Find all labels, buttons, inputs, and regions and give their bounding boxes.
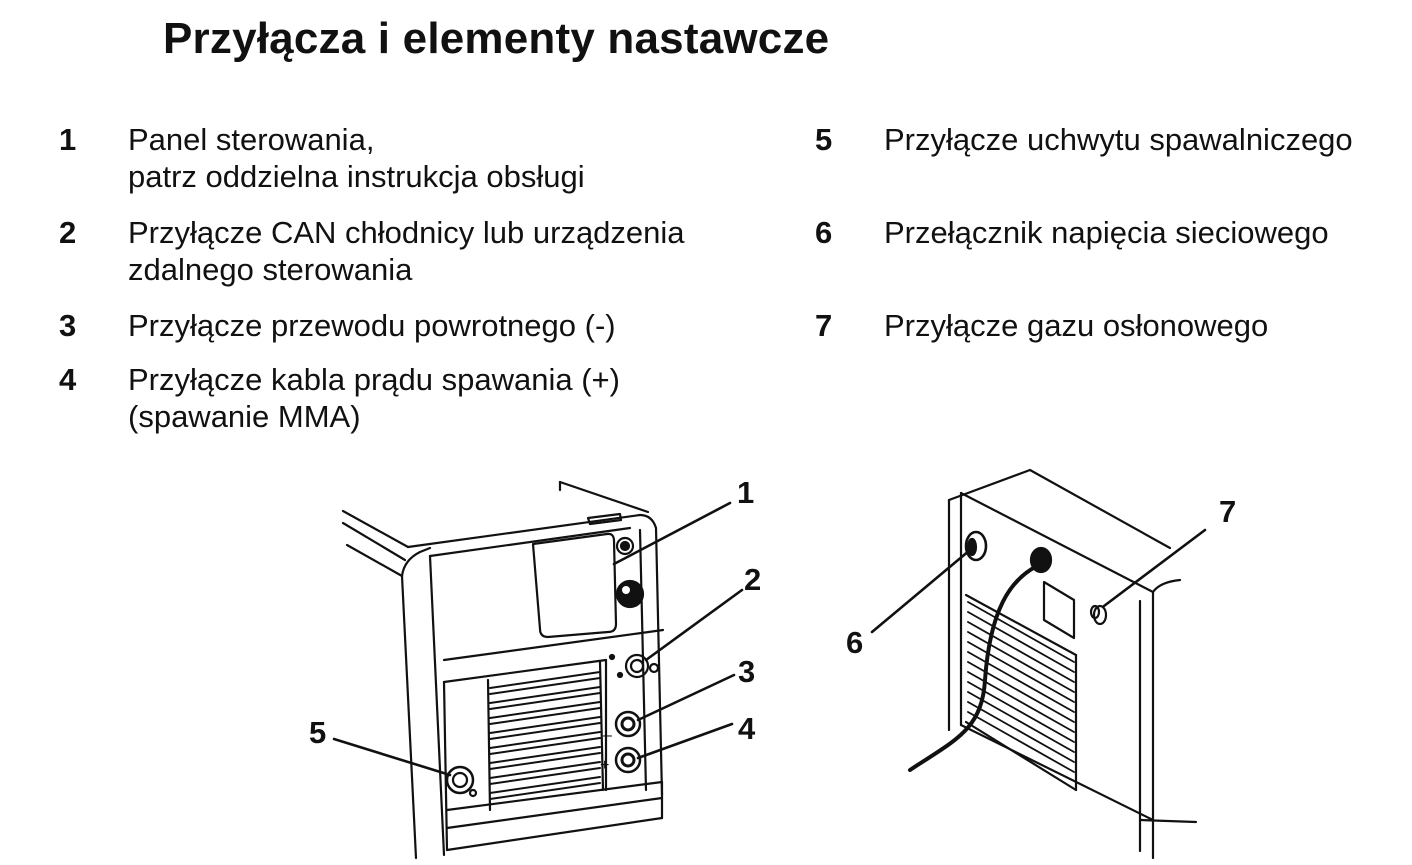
leader-line-1 xyxy=(612,501,732,566)
legend-line: Przyłącze uchwytu spawalniczego xyxy=(884,122,1353,157)
rear-leader-lines xyxy=(870,528,1207,634)
leader-line-4 xyxy=(636,722,734,760)
welding-socket-icon xyxy=(614,746,642,774)
legend-line: Przyłącze CAN chłodnicy lub urządzenia xyxy=(128,215,685,250)
leader-line-6 xyxy=(870,548,972,634)
legend-line: patrz oddzielna instrukcja obsługi xyxy=(128,159,585,194)
mains-cable xyxy=(908,564,1039,772)
legend-description: Przełącznik napięcia sieciowego xyxy=(884,214,1329,251)
can-connector-icon xyxy=(624,653,650,679)
legend-number: 2 xyxy=(59,215,77,250)
plus-sign: + xyxy=(600,757,609,774)
big-knob-icon xyxy=(615,579,645,609)
legend-number: 6 xyxy=(815,215,833,250)
legend-number: 5 xyxy=(815,122,833,157)
legend-description: Przyłącze kabla prądu spawania (+) (spaw… xyxy=(128,361,620,435)
leader-line-5 xyxy=(332,737,452,777)
legend-number: 1 xyxy=(59,122,77,157)
callout-7: 7 xyxy=(1219,494,1237,529)
legend-line: Panel sterowania, xyxy=(128,122,375,157)
legend-line: zdalnego sterowania xyxy=(128,252,413,287)
return-socket-icon xyxy=(614,710,642,738)
callout-1: 1 xyxy=(737,475,755,510)
legend-description: Przyłącze przewodu powrotnego (-) xyxy=(128,307,616,344)
minus-sign: – xyxy=(603,727,612,744)
legend-number: 3 xyxy=(59,308,77,343)
legend-line: (spawanie MMA) xyxy=(128,399,361,434)
control-panel-window xyxy=(531,532,618,639)
legend-line: Przyłącze kabla prądu spawania (+) xyxy=(128,362,620,397)
legend-line: Przyłącze gazu osłonowego xyxy=(884,308,1269,343)
leader-line-3 xyxy=(636,673,736,722)
legend-description: Przyłącze uchwytu spawalniczego xyxy=(884,121,1353,158)
gas-connector-icon xyxy=(1092,604,1108,626)
leader-line-2 xyxy=(644,588,744,662)
legend-number: 7 xyxy=(815,308,833,343)
front-leader-lines xyxy=(332,501,744,777)
page-title: Przyłącza i elementy nastawcze xyxy=(163,14,830,63)
label-plate xyxy=(1042,580,1076,640)
callout-2: 2 xyxy=(744,562,762,597)
rear-view-machine xyxy=(908,468,1198,860)
callout-6: 6 xyxy=(846,625,864,660)
small-knob-icon xyxy=(615,536,635,556)
callout-3: 3 xyxy=(738,654,756,689)
legend-description: Przyłącze gazu osłonowego xyxy=(884,307,1268,344)
leader-line-7 xyxy=(1102,528,1207,608)
legend-line: Przełącznik napięcia sieciowego xyxy=(884,215,1329,250)
legend-number: 4 xyxy=(59,362,77,397)
mains-switch-icon xyxy=(964,530,988,562)
callout-4: 4 xyxy=(738,711,756,746)
front-view-machine xyxy=(341,480,665,860)
torch-connector-icon xyxy=(445,765,475,795)
callout-5: 5 xyxy=(309,715,327,750)
legend-description: Panel sterowania, patrz oddzielna instru… xyxy=(128,121,585,195)
legend-description: Przyłącze CAN chłodnicy lub urządzenia z… xyxy=(128,214,685,288)
legend-line: Przyłącze przewodu powrotnego (-) xyxy=(128,308,616,343)
